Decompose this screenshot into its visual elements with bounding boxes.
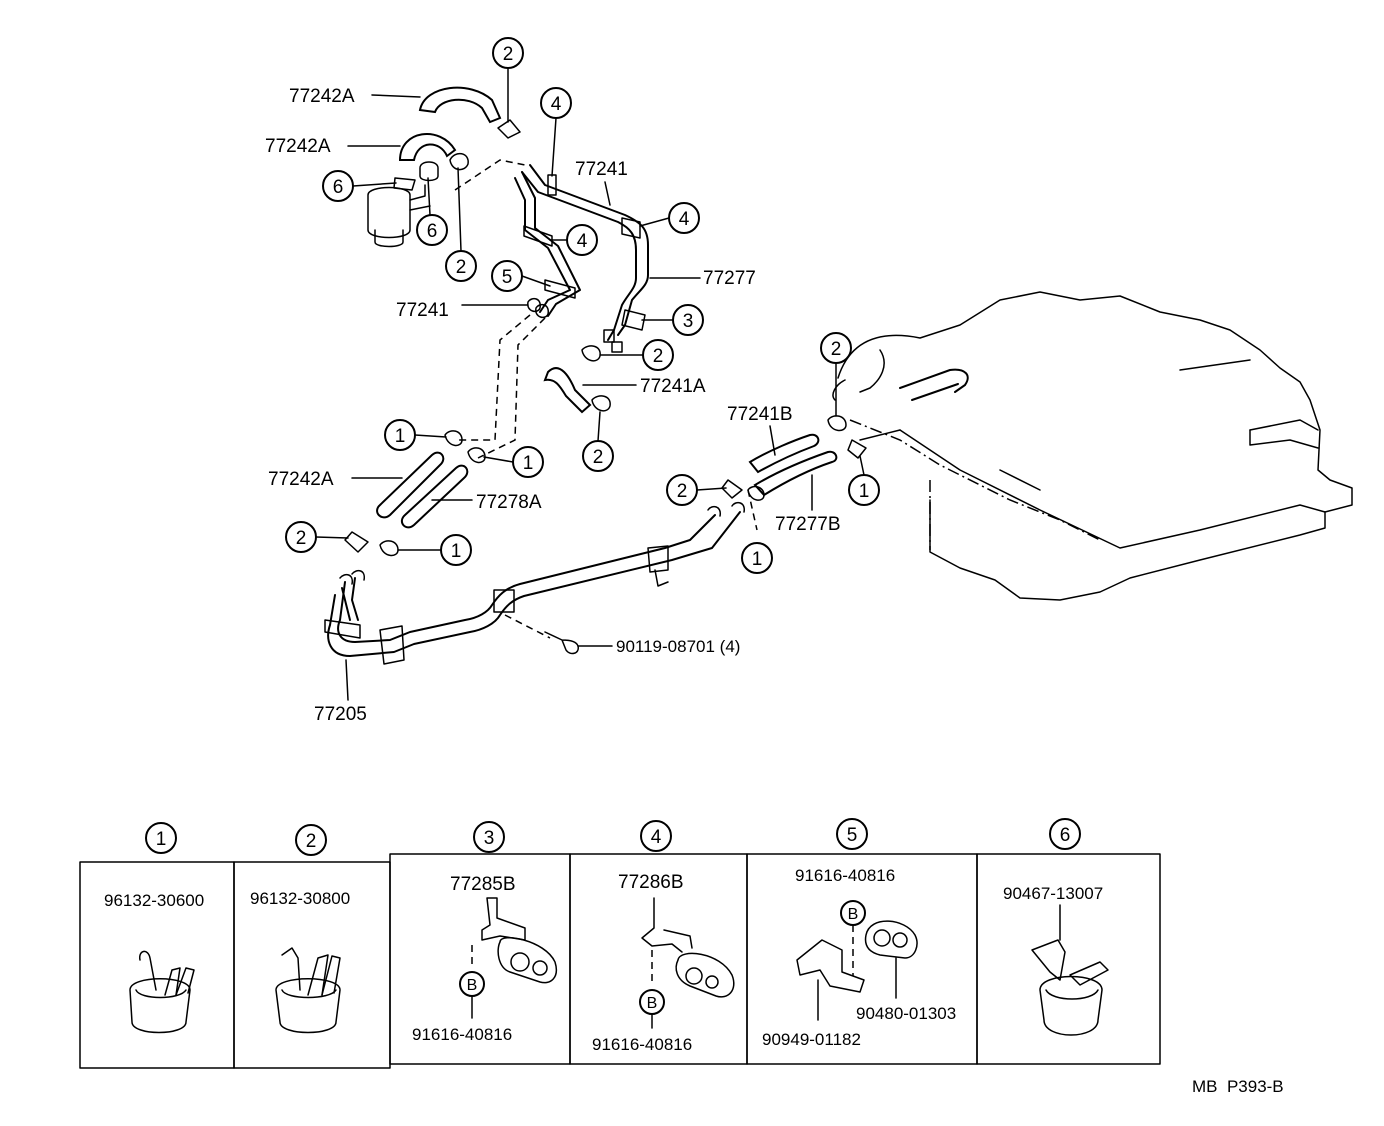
clamp-icon-1 bbox=[129, 950, 195, 1034]
legend-5-bolt: 91616-40816 bbox=[795, 866, 895, 885]
part-labels: 77242A 77242A 77241 77277 77241 77241A 7… bbox=[265, 86, 1284, 1096]
svg-text:B: B bbox=[467, 977, 478, 994]
callout-3: 3 bbox=[641, 304, 704, 336]
svg-text:4: 4 bbox=[679, 209, 690, 230]
label-77277B: 77277B bbox=[775, 514, 841, 535]
callout-4-right: 4 bbox=[639, 202, 700, 234]
svg-text:1: 1 bbox=[752, 549, 763, 570]
legend-2-part: 96132-30800 bbox=[250, 889, 350, 908]
callout-6-center: 6 bbox=[416, 177, 448, 246]
svg-text:5: 5 bbox=[847, 825, 858, 846]
callouts: 2 4 6 6 4 4 2 5 3 2 2 1 1 2 1 2 2 1 1 bbox=[285, 37, 880, 574]
label-77241B: 77241B bbox=[727, 404, 793, 425]
upper-hoses bbox=[367, 86, 521, 248]
hoses-lower-left bbox=[344, 430, 486, 557]
svg-text:1: 1 bbox=[523, 453, 534, 474]
callout-2-top: 2 bbox=[492, 37, 524, 123]
callout-2-tank: 2 bbox=[820, 332, 852, 417]
parts-legend-table: 1 2 3 4 5 6 96132-30600 96132-30800 7728… bbox=[79, 818, 1161, 1069]
legend-header-6: 6 bbox=[1049, 818, 1081, 850]
callout-4-top: 4 bbox=[540, 87, 572, 177]
legend-4-bolt: 91616-40816 bbox=[592, 1035, 692, 1054]
callout-2-bottom-left: 2 bbox=[285, 521, 349, 553]
callout-2-lower-mid: 2 bbox=[582, 411, 614, 472]
legend-header-2: 2 bbox=[295, 824, 327, 856]
svg-text:B: B bbox=[848, 906, 859, 923]
callout-1-bottom-left: 1 bbox=[397, 534, 472, 566]
svg-text:2: 2 bbox=[831, 339, 842, 360]
callout-6-left: 6 bbox=[322, 170, 397, 202]
callout-4-mid: 4 bbox=[549, 224, 598, 256]
svg-text:3: 3 bbox=[683, 311, 694, 332]
bracket-icon-3: B bbox=[459, 897, 557, 1019]
fuel-tank bbox=[832, 291, 1353, 601]
legend-3-part: 77285B bbox=[450, 874, 516, 895]
hose-77241A bbox=[543, 345, 611, 414]
svg-text:B: B bbox=[647, 995, 658, 1012]
svg-text:4: 4 bbox=[551, 94, 562, 115]
clamp-icon-2 bbox=[275, 947, 341, 1034]
label-77241-mid: 77241 bbox=[396, 300, 449, 321]
svg-text:4: 4 bbox=[577, 231, 588, 252]
callout-2-left: 2 bbox=[445, 167, 477, 282]
svg-text:2: 2 bbox=[456, 257, 467, 278]
bracket-icon-4: B bbox=[639, 897, 735, 1029]
legend-header-4: 4 bbox=[640, 820, 672, 852]
legend-3-bolt: 91616-40816 bbox=[412, 1025, 512, 1044]
svg-text:6: 6 bbox=[1060, 825, 1071, 846]
legend-1-part: 96132-30600 bbox=[104, 891, 204, 910]
legend-header-1: 1 bbox=[145, 822, 177, 854]
svg-text:6: 6 bbox=[333, 177, 344, 198]
label-77277: 77277 bbox=[703, 268, 756, 289]
callout-2-tank-left: 2 bbox=[666, 474, 727, 506]
svg-text:1: 1 bbox=[859, 481, 870, 502]
callout-1-left-upper: 1 bbox=[384, 419, 447, 451]
svg-text:2: 2 bbox=[503, 44, 514, 65]
label-77241-top: 77241 bbox=[575, 159, 628, 180]
label-77205: 77205 bbox=[314, 704, 367, 725]
connection-lines bbox=[454, 159, 758, 639]
fuel-pipes-lower bbox=[324, 501, 745, 665]
bracket-icon-5: B bbox=[796, 900, 918, 1021]
label-77242A-lower: 77242A bbox=[268, 469, 334, 490]
svg-text:2: 2 bbox=[306, 831, 317, 852]
svg-text:6: 6 bbox=[427, 221, 438, 242]
svg-text:1: 1 bbox=[156, 829, 167, 850]
legend-6-part: 90467-13007 bbox=[1003, 884, 1103, 903]
svg-text:4: 4 bbox=[651, 827, 662, 848]
label-77241A: 77241A bbox=[640, 376, 706, 397]
svg-text:1: 1 bbox=[395, 426, 406, 447]
legend-header-3: 3 bbox=[473, 821, 505, 853]
label-77278A: 77278A bbox=[476, 492, 542, 513]
callout-1-left-lower: 1 bbox=[483, 446, 544, 478]
label-90119-08701: 90119-08701 (4) bbox=[616, 637, 740, 656]
svg-text:3: 3 bbox=[484, 828, 495, 849]
legend-header-5: 5 bbox=[836, 818, 868, 850]
fuel-pipes-upper bbox=[514, 164, 649, 353]
svg-text:1: 1 bbox=[451, 541, 462, 562]
label-77242A-second: 77242A bbox=[265, 136, 331, 157]
callout-1-tank: 1 bbox=[848, 455, 880, 506]
callout-1-tank-lower: 1 bbox=[741, 542, 773, 574]
callout-5: 5 bbox=[491, 260, 551, 292]
legend-5-grommet: 90480-01303 bbox=[856, 1004, 956, 1023]
label-77242A-top: 77242A bbox=[289, 86, 355, 107]
drawing-reference: MB P393-B bbox=[1192, 1077, 1284, 1096]
legend-4-part: 77286B bbox=[618, 872, 684, 893]
svg-text:2: 2 bbox=[296, 528, 307, 549]
hoses-tank-side bbox=[721, 415, 867, 501]
svg-text:2: 2 bbox=[677, 481, 688, 502]
legend-5-bracket: 90949-01182 bbox=[762, 1030, 861, 1049]
svg-text:2: 2 bbox=[593, 447, 604, 468]
svg-text:2: 2 bbox=[653, 346, 664, 367]
svg-text:5: 5 bbox=[502, 267, 513, 288]
clamp-icon-6 bbox=[1031, 904, 1109, 1036]
callout-2-mid: 2 bbox=[599, 339, 674, 371]
